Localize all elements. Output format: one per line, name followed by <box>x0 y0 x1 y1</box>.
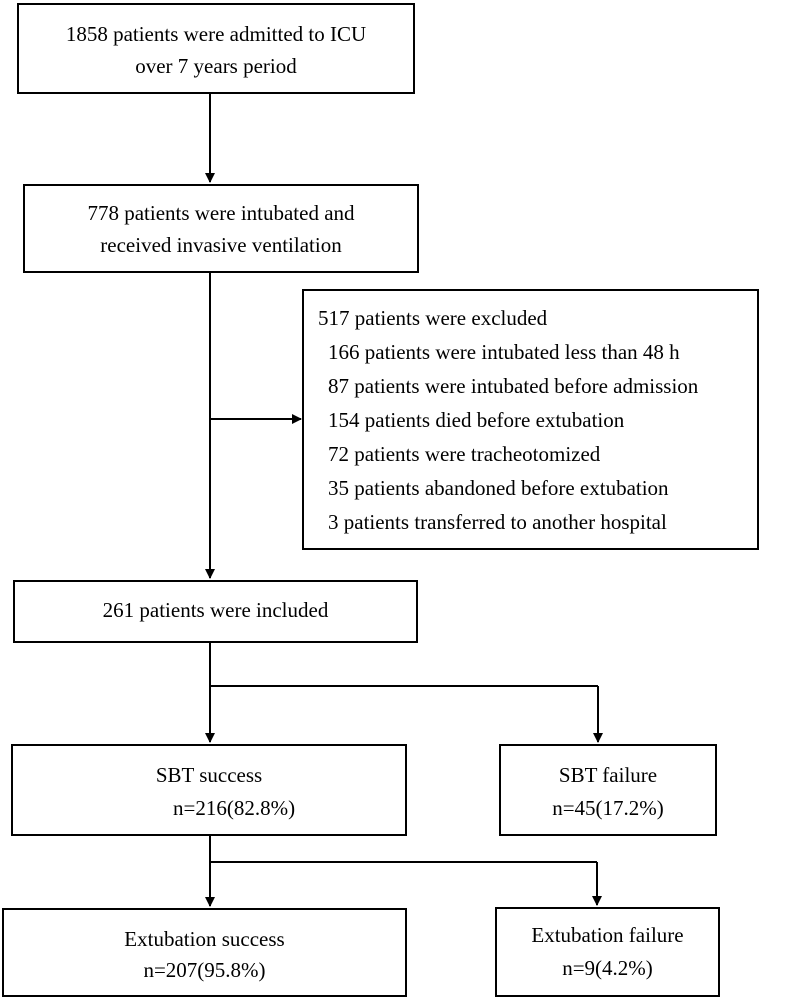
sbt-success-count: n=216(82.8%) <box>173 796 296 820</box>
admitted-line1: 1858 patients were admitted to ICU <box>65 22 367 46</box>
extubation-success-count: n=207(95.8%) <box>143 958 266 982</box>
extubation-failure-count: n=9(4.2%) <box>562 956 653 980</box>
excluded-item: 87 patients were intubated before admiss… <box>328 374 699 398</box>
admitted-box: 1858 patients were admitted to ICU over … <box>17 3 415 94</box>
included-box: 261 patients were included <box>13 580 418 643</box>
extubation-failure-box: Extubation failure n=9(4.2%) <box>495 907 720 997</box>
sbt-failure-label: SBT failure <box>558 763 658 787</box>
intubated-line1: 778 patients were intubated and <box>87 201 355 225</box>
sbt-failure-count: n=45(17.2%) <box>552 796 664 820</box>
extubation-failure-label: Extubation failure <box>531 923 684 947</box>
sbt-success-box: SBT success n=216(82.8%) <box>11 744 407 836</box>
sbt-failure-box: SBT failure n=45(17.2%) <box>499 744 717 836</box>
extubation-success-box: Extubation success n=207(95.8%) <box>2 908 407 997</box>
excluded-item: 3 patients transferred to another hospit… <box>328 510 667 534</box>
intubated-line2: received invasive ventilation <box>100 233 342 257</box>
included-line1: 261 patients were included <box>102 598 329 622</box>
extubation-success-label: Extubation success <box>124 927 285 951</box>
admitted-line2: over 7 years period <box>135 54 297 78</box>
excluded-title: 517 patients were excluded <box>318 306 548 330</box>
sbt-success-label: SBT success <box>155 763 263 787</box>
excluded-item: 35 patients abandoned before extubation <box>328 476 669 500</box>
excluded-item: 72 patients were tracheotomized <box>328 442 601 466</box>
excluded-item: 154 patients died before extubation <box>328 408 625 432</box>
excluded-item: 166 patients were intubated less than 48… <box>328 340 680 364</box>
intubated-box: 778 patients were intubated and received… <box>23 184 419 273</box>
excluded-box: 517 patients were excluded 166 patients … <box>302 289 759 550</box>
